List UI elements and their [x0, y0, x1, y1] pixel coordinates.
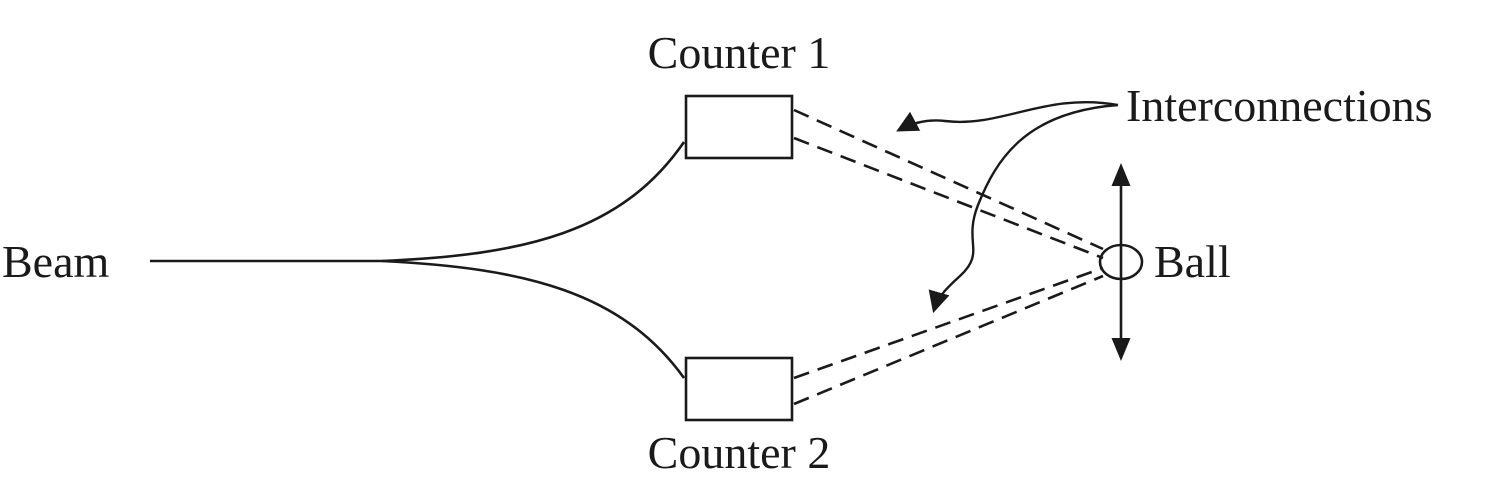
interconnections-pointer-upper — [896, 100, 1119, 132]
interconnection-counter1-line-b — [793, 136, 1104, 260]
interconnections-pointer-lower — [928, 103, 1119, 314]
counter2-label: Counter 2 — [648, 427, 831, 478]
ball-motion-up-arrow-icon — [1111, 163, 1131, 186]
interconnection-counter1-line-a — [793, 108, 1104, 251]
counter1-label: Counter 1 — [648, 27, 831, 78]
beam-branch-lower-curve — [381, 259, 686, 379]
ball-motion-down-arrow-icon — [1111, 338, 1131, 361]
beam-branch-upper-curve — [381, 141, 686, 263]
counter2-box — [684, 356, 794, 422]
ball-circle — [1098, 243, 1144, 281]
beam-label: Beam — [2, 236, 110, 287]
interconnection-counter2-line-b — [793, 274, 1104, 406]
interconnection-counter2-line-a — [793, 266, 1104, 380]
interconnections-label: Interconnections — [1126, 80, 1433, 131]
counter1-box — [684, 94, 794, 160]
ball-label: Ball — [1154, 236, 1231, 287]
